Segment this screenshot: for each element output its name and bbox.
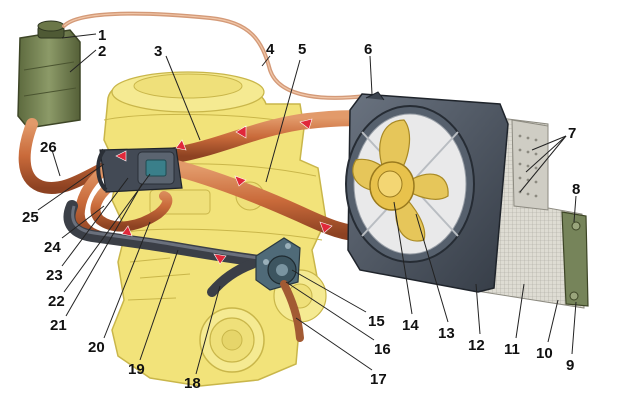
expansion-tank xyxy=(17,20,81,129)
callout-5: 5 xyxy=(298,41,306,58)
callout-1: 1 xyxy=(98,27,106,44)
callout-12: 12 xyxy=(468,337,485,354)
radiator-right-tank xyxy=(561,211,589,307)
callout-17: 17 xyxy=(370,371,387,388)
heater-pipe xyxy=(207,259,257,297)
pump-inlet-pipe xyxy=(63,200,274,268)
callout-10: 10 xyxy=(536,345,553,362)
callout-13: 13 xyxy=(438,325,455,342)
thermostat-housing xyxy=(96,147,183,193)
leader-lines xyxy=(37,33,577,375)
radiator-assembly xyxy=(345,91,589,309)
callout-19: 19 xyxy=(128,361,145,378)
tank-cap xyxy=(37,20,65,32)
callout-16: 16 xyxy=(374,341,391,358)
shroud-bracket xyxy=(365,91,385,101)
callout-11: 11 xyxy=(504,341,520,358)
callout-4: 4 xyxy=(266,41,275,58)
callout-7: 7 xyxy=(568,125,576,142)
pump-drive-belt xyxy=(280,280,304,342)
callout-2: 2 xyxy=(98,43,106,60)
radiator-drain-plug xyxy=(571,221,581,231)
callout-20: 20 xyxy=(88,339,105,356)
water-pump xyxy=(255,237,301,291)
radiator-lower-hose xyxy=(168,160,374,242)
callout-21: 21 xyxy=(50,317,67,334)
callout-6: 6 xyxy=(364,41,372,58)
radiator-upper-hose xyxy=(162,110,378,164)
callout-23: 23 xyxy=(46,267,63,284)
tank-outlet-hose xyxy=(18,118,114,194)
callout-15: 15 xyxy=(368,313,385,330)
radiator-upper-tank xyxy=(511,119,549,211)
callout-25: 25 xyxy=(22,209,39,226)
callout-labels: 1 2 3 4 5 6 7 8 9 10 11 12 13 14 15 16 1… xyxy=(22,27,580,392)
callout-14: 14 xyxy=(402,317,419,334)
callout-22: 22 xyxy=(48,293,65,310)
callout-18: 18 xyxy=(184,375,201,392)
callout-26: 26 xyxy=(40,139,57,156)
callout-24: 24 xyxy=(44,239,61,256)
callout-8: 8 xyxy=(572,181,580,198)
callout-9: 9 xyxy=(566,357,574,374)
coolant-flow-arrows xyxy=(115,118,333,265)
callout-3: 3 xyxy=(154,43,162,60)
crankshaft-pulley xyxy=(199,307,265,373)
